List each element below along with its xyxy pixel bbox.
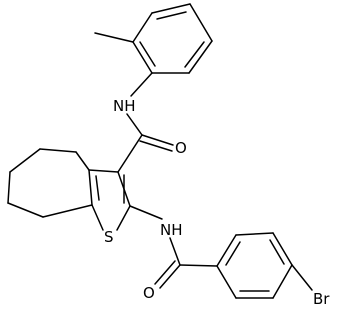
carbonyl-thiophene-bond [117, 134, 143, 173]
methyl-bond [94, 32, 134, 43]
o-label-bottom: O [143, 284, 155, 302]
tolyl-nh-bond [130, 72, 153, 97]
carbonyl-top [139, 134, 174, 152]
nh-label-top: NH [113, 97, 136, 115]
thiophene-nh-bond [129, 205, 163, 220]
br-label: Br [313, 290, 330, 308]
carbonyl-bottom [154, 260, 181, 289]
aryl-br-bond [291, 264, 313, 291]
s-label: S [104, 228, 114, 246]
bromophenyl-ring [216, 232, 293, 299]
nh-label-bottom: NH [160, 221, 183, 239]
nh-carbonyl-bond [126, 113, 143, 136]
nh-carbonyl-bottom-bond [169, 237, 181, 266]
thiophene-ring [88, 169, 131, 231]
o-label-top: O [175, 139, 187, 157]
cyclohexene-ring [7, 148, 93, 218]
carbonyl-aryl-bond [179, 264, 218, 267]
tolyl-ring [132, 3, 213, 74]
